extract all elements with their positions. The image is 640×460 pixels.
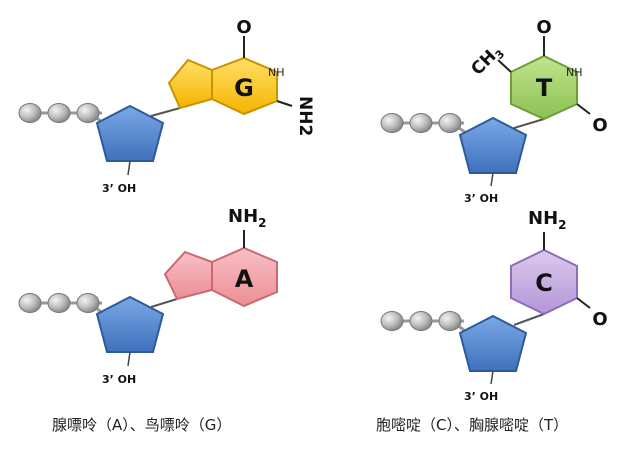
nucleotide-t: 3’ OH T O NH O CH3 [380, 17, 608, 205]
oh-bond [490, 172, 494, 187]
base-letter-t: T [536, 74, 553, 102]
purine-five-ring [163, 250, 213, 301]
carbonyl-bond-side [576, 103, 591, 115]
nucleotide-c: 3’ OH C NH2 O [380, 208, 608, 403]
deoxyribose-sugar [458, 116, 528, 174]
phosphate-ball [47, 103, 71, 123]
caption-purines: 腺嘌呤（A）、鸟嘌呤（G） [52, 416, 232, 434]
phosphate-ball [409, 311, 433, 331]
nucleotide-a: 3’ OH A NH2 [18, 206, 278, 386]
amino-group-label: NH2 [295, 96, 315, 136]
phosphate-ball [409, 113, 433, 133]
amino-subscript: 2 [558, 218, 566, 232]
oh-bond [127, 160, 131, 176]
deoxyribose-sugar [95, 295, 165, 353]
amino-main: NH [528, 208, 558, 229]
oh-bond [127, 351, 131, 367]
caption-pyrimidines: 胞嘧啶（C）、胸腺嘧啶（T） [376, 416, 569, 434]
phosphate-ball [438, 113, 462, 133]
purine-five-ring [167, 58, 213, 110]
amino-subscript: 2 [258, 216, 266, 230]
sugar-3oh-label: 3’ OH [102, 373, 136, 386]
nucleotide-g: 3’ OH G O NH NH2 [18, 17, 315, 195]
base-letter-a: A [235, 265, 254, 293]
amino-main: NH [228, 206, 258, 227]
sugar-3oh-label: 3’ OH [464, 192, 498, 205]
phosphate-ball [438, 311, 462, 331]
ring-nh-label: NH [268, 66, 285, 79]
oh-bond [490, 370, 494, 385]
glycosidic-bond [150, 298, 178, 308]
glycosidic-bond [513, 313, 545, 326]
phosphate-ball [76, 103, 100, 123]
base-letter-g: G [234, 74, 254, 102]
methyl-group-label: CH3 [467, 41, 507, 81]
deoxyribose-sugar [95, 104, 165, 162]
amino-group-label: NH2 [528, 208, 567, 232]
phosphate-ball [18, 293, 42, 313]
phosphate-ball [380, 113, 404, 133]
methyl-bond [497, 59, 512, 73]
phosphate-ball [76, 293, 100, 313]
glycosidic-bond [513, 118, 545, 129]
glycosidic-bond [150, 107, 181, 117]
phosphate-ball [380, 311, 404, 331]
sugar-3oh-label: 3’ OH [102, 182, 136, 195]
phosphate-ball [18, 103, 42, 123]
amino-group-label: NH2 [228, 206, 267, 230]
ring-nh-label: NH [566, 66, 583, 79]
oxygen-label: O [236, 17, 251, 38]
side-oxygen-label: O [592, 309, 607, 330]
base-letter-c: C [535, 269, 553, 297]
amino-bond [276, 100, 293, 107]
sugar-3oh-label: 3’ OH [464, 390, 498, 403]
side-oxygen-label: O [592, 115, 607, 136]
phosphate-ball [47, 293, 71, 313]
carbonyl-bond-side [576, 297, 591, 309]
oxygen-label: O [536, 17, 551, 38]
